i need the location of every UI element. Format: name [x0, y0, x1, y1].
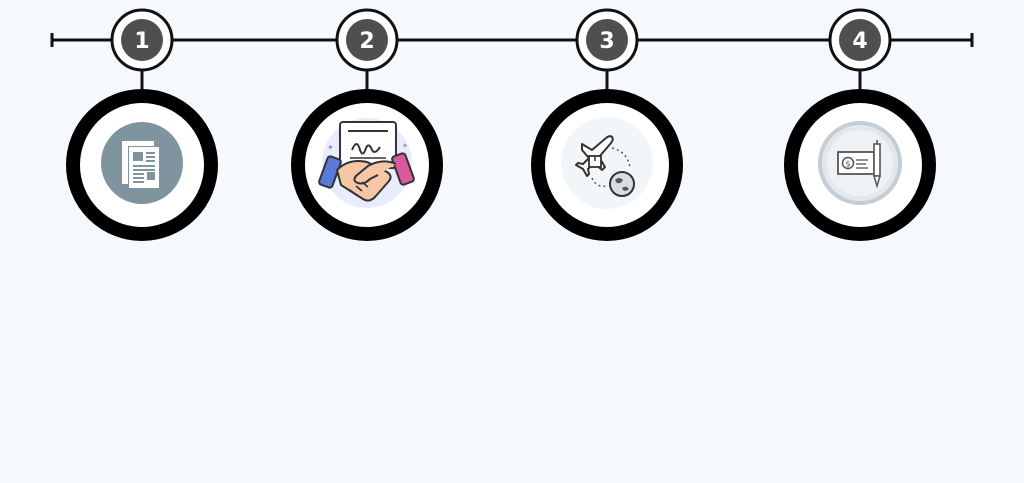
- svg-text:$: $: [845, 160, 850, 169]
- step-badge: 1: [112, 10, 172, 70]
- document-icon: [101, 122, 183, 204]
- step-number: 4: [852, 29, 867, 54]
- step-badge: 4: [830, 10, 890, 70]
- svg-text:✦: ✦: [327, 143, 334, 152]
- step-number: 2: [359, 29, 374, 54]
- airplane-globe-shipping-icon: [561, 117, 653, 209]
- step-badge: 2: [337, 10, 397, 70]
- step-3: 3: [538, 10, 676, 234]
- step-number: 1: [134, 29, 149, 54]
- check-payment-pen-icon: $: [820, 123, 900, 203]
- step-1: 1: [73, 10, 211, 234]
- step-2: 2 ✦ ✦: [298, 10, 436, 234]
- step-number: 3: [599, 29, 614, 54]
- step-4: 4 $: [791, 10, 929, 234]
- step-badge: 3: [577, 10, 637, 70]
- svg-text:✦: ✦: [402, 142, 408, 150]
